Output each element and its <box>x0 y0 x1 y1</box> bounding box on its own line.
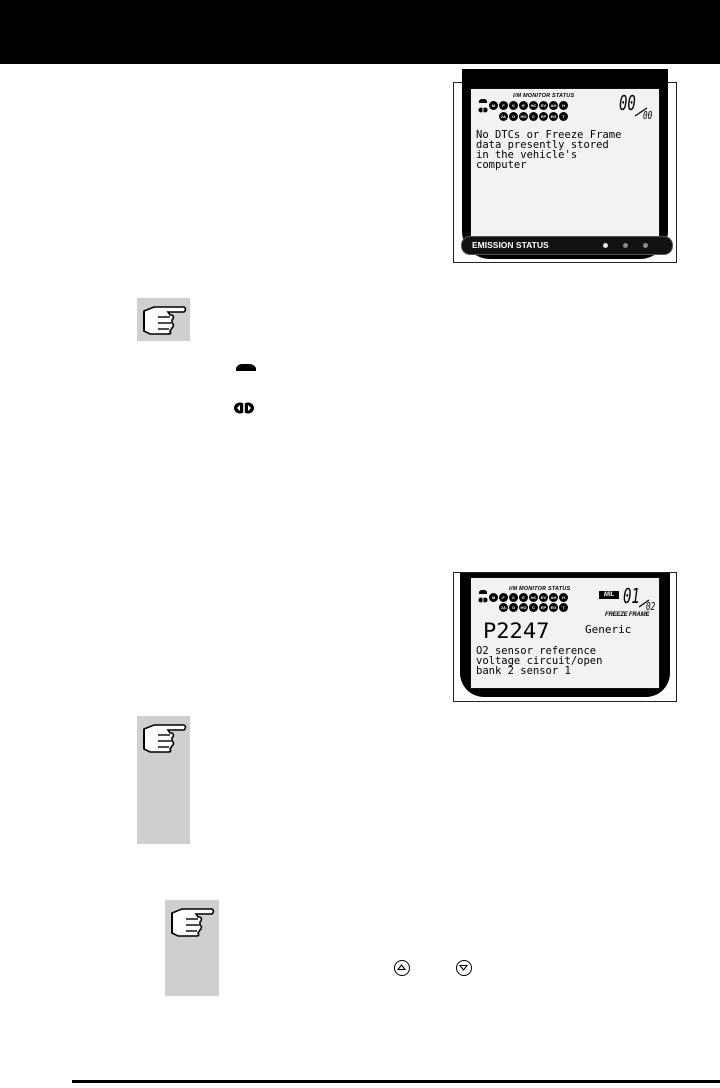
dtc-code: P2247 <box>483 619 550 643</box>
mil-icon: MIL <box>599 591 619 599</box>
dtc-counter-top: 01 <box>623 584 640 608</box>
lcd-line: computer <box>476 159 527 171</box>
monitor-icon: E <box>519 101 528 110</box>
lcd-line: bank 2 sensor 1 <box>476 665 571 677</box>
lcd-line: O2 sensor reference <box>476 645 597 657</box>
monitor-icon: F <box>499 101 508 110</box>
monitor-icon: EG <box>549 112 558 121</box>
monitor-icon: HO <box>519 603 528 612</box>
monitor-icon: EG <box>549 603 558 612</box>
emission-led-yellow <box>623 243 628 248</box>
up-arrow-button-icon <box>394 960 410 976</box>
monitor-icon: C <box>509 101 518 110</box>
monitor-icon: HO <box>519 112 528 121</box>
lcd-line: voltage circuit/open <box>476 655 603 667</box>
note-icon-box-1 <box>137 298 190 341</box>
dtc-counter-bottom: 00 <box>643 109 653 122</box>
link-icon <box>234 402 254 414</box>
link-icon <box>478 597 488 603</box>
link-icon <box>478 107 488 113</box>
lcd-line: in the vehicle's <box>476 149 578 161</box>
monitor-icon: M <box>489 593 498 602</box>
emission-led-green <box>603 243 608 248</box>
monitor-icon: C <box>529 603 538 612</box>
monitor-icon: H <box>559 101 568 110</box>
vehicle-icon <box>479 590 487 594</box>
monitor-icon: HC <box>529 593 538 602</box>
monitor-icon: E <box>519 593 528 602</box>
counter-slash <box>638 599 650 608</box>
monitor-icon: F <box>499 593 508 602</box>
vehicle-icon <box>479 99 487 103</box>
hand-pointing-note-icon <box>143 306 187 335</box>
monitor-icon: EP <box>539 112 548 121</box>
monitor-icon: C <box>529 112 538 121</box>
monitor-icon: AH <box>549 593 558 602</box>
dtc-type: Generic <box>585 623 632 636</box>
freeze-frame-label: FREEZE FRAME <box>605 612 650 618</box>
monitor-icon: T <box>559 603 568 612</box>
dtc-counter-top: 00 <box>619 91 636 115</box>
emission-status-label: EMISSION STATUS <box>472 240 549 250</box>
vehicle-icon <box>236 364 256 371</box>
monitor-icon: 2A <box>499 603 508 612</box>
dtc-counter-bottom: 02 <box>646 600 656 613</box>
counter-slash <box>634 107 648 117</box>
monitor-status-title: I/M MONITOR STATUS <box>513 93 575 99</box>
note-icon-box-2 <box>137 716 190 844</box>
monitor-icon: EV <box>539 593 548 602</box>
monitor-icon: H <box>559 593 568 602</box>
hand-pointing-note-icon <box>171 908 215 937</box>
monitor-icon: 2A <box>499 112 508 121</box>
header-bar <box>0 0 720 64</box>
footer-rule <box>72 1080 720 1083</box>
monitor-icon: AH <box>549 101 558 110</box>
note-icon-box-3 <box>165 900 219 996</box>
monitor-icon: C <box>509 593 518 602</box>
monitor-icon: T <box>559 112 568 121</box>
monitor-icon: EV <box>539 101 548 110</box>
emission-led-red <box>643 243 648 248</box>
emission-status-bar: EMISSION STATUS <box>461 236 673 255</box>
monitor-icon: HC <box>529 101 538 110</box>
hand-pointing-note-icon <box>143 724 187 753</box>
monitor-status-title: I/M MONITOR STATUS <box>509 586 571 592</box>
monitor-icon: M <box>489 101 498 110</box>
down-arrow-button-icon <box>456 960 472 976</box>
monitor-icon: EP <box>539 603 548 612</box>
lcd-line: No DTCs or Freeze Frame <box>476 129 622 141</box>
monitor-icon: O <box>509 112 518 121</box>
lcd-line: data presently stored <box>476 139 609 151</box>
monitor-icon: O <box>509 603 518 612</box>
